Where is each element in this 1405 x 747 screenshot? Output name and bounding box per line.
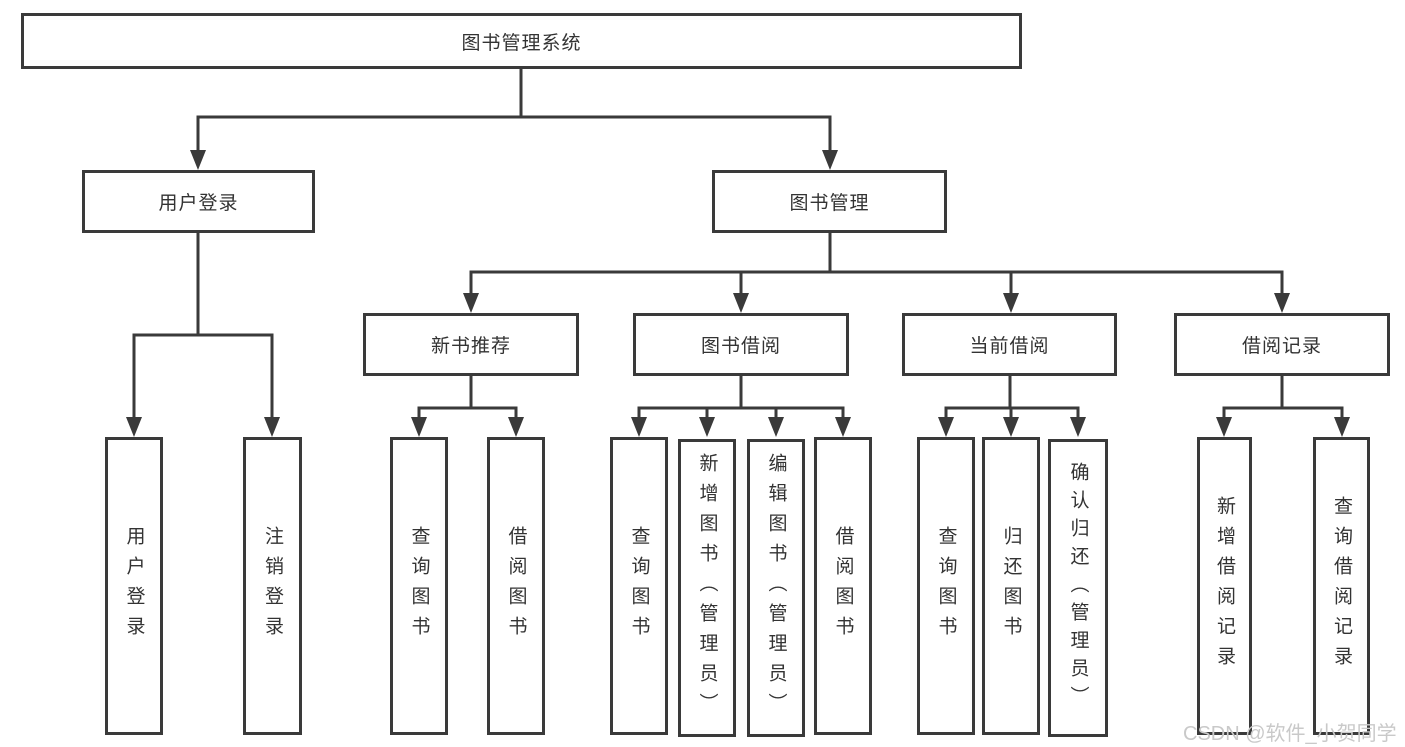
leaf-label: 查询图书: [408, 526, 430, 646]
connector-borrow-records-branch: [1222, 374, 1344, 419]
arrowhead: [508, 417, 524, 437]
leaf-label: 用户登录: [123, 526, 145, 646]
arrowhead: [768, 417, 784, 437]
node-book-borrowing: 图书借阅: [633, 313, 849, 376]
node-user-login: 用户登录: [82, 170, 315, 233]
arrowhead: [631, 417, 647, 437]
node-book-management: 图书管理: [712, 170, 947, 233]
leaf-logout: 注销登录: [243, 437, 302, 735]
arrowhead: [1216, 417, 1232, 437]
arrowhead: [1334, 417, 1350, 437]
leaf-label: 查询图书: [628, 526, 650, 646]
arrowhead: [938, 417, 954, 437]
connector-root-to-level2: [196, 67, 832, 152]
leaf-label: 借阅图书: [505, 526, 527, 646]
connector-book-borrowing-branch: [637, 374, 845, 419]
connector-new-book-branch: [417, 374, 518, 419]
leaf-label: 查询图书: [935, 526, 957, 646]
leaf-label: 借阅图书: [832, 526, 854, 646]
arrowhead: [733, 293, 749, 313]
leaf-label: 确认归还（管理员）: [1067, 462, 1089, 714]
connector-current-borrowing-branch: [944, 374, 1080, 419]
leaf-query-books-borrowing: 查询图书: [610, 437, 668, 735]
arrowhead: [822, 150, 838, 170]
leaf-edit-books-admin: 编辑图书（管理员）: [747, 439, 805, 737]
arrowhead: [699, 417, 715, 437]
leaf-query-borrow-record: 查询借阅记录: [1313, 437, 1370, 735]
arrowhead: [463, 293, 479, 313]
arrowhead: [190, 150, 206, 170]
leaf-query-books-current: 查询图书: [917, 437, 975, 735]
csdn-watermark: CSDN @软件_小贺同学: [1183, 723, 1397, 745]
leaf-borrow-books-borrowing: 借阅图书: [814, 437, 872, 735]
leaf-borrow-books-recommend: 借阅图书: [487, 437, 545, 735]
leaf-label: 注销登录: [262, 526, 283, 646]
arrowhead: [411, 417, 427, 437]
node-current-borrowing: 当前借阅: [902, 313, 1117, 376]
leaf-label: 新增借阅记录: [1214, 496, 1235, 676]
leaf-label: 新增图书（管理员）: [696, 453, 718, 723]
leaf-confirm-return-admin: 确认归还（管理员）: [1048, 439, 1108, 737]
arrowhead: [1003, 293, 1019, 313]
node-library-system-root: 图书管理系统: [21, 13, 1022, 69]
connector-user-login-branch: [132, 231, 274, 419]
arrowhead: [835, 417, 851, 437]
leaf-query-books-recommend: 查询图书: [390, 437, 448, 735]
node-new-book-recommendation: 新书推荐: [363, 313, 579, 376]
leaf-label: 查询借阅记录: [1331, 496, 1352, 676]
leaf-label: 编辑图书（管理员）: [765, 453, 787, 723]
arrowhead: [1003, 417, 1019, 437]
leaf-label: 归还图书: [1000, 526, 1022, 646]
leaf-add-books-admin: 新增图书（管理员）: [678, 439, 736, 737]
arrowhead: [126, 417, 142, 437]
node-borrowing-records: 借阅记录: [1174, 313, 1390, 376]
arrowhead: [1070, 417, 1086, 437]
arrowhead: [1274, 293, 1290, 313]
connector-book-management-branch: [469, 231, 1284, 295]
arrowhead: [264, 417, 280, 437]
leaf-add-borrow-record: 新增借阅记录: [1197, 437, 1252, 735]
leaf-user-login: 用户登录: [105, 437, 163, 735]
leaf-return-books: 归还图书: [982, 437, 1040, 735]
